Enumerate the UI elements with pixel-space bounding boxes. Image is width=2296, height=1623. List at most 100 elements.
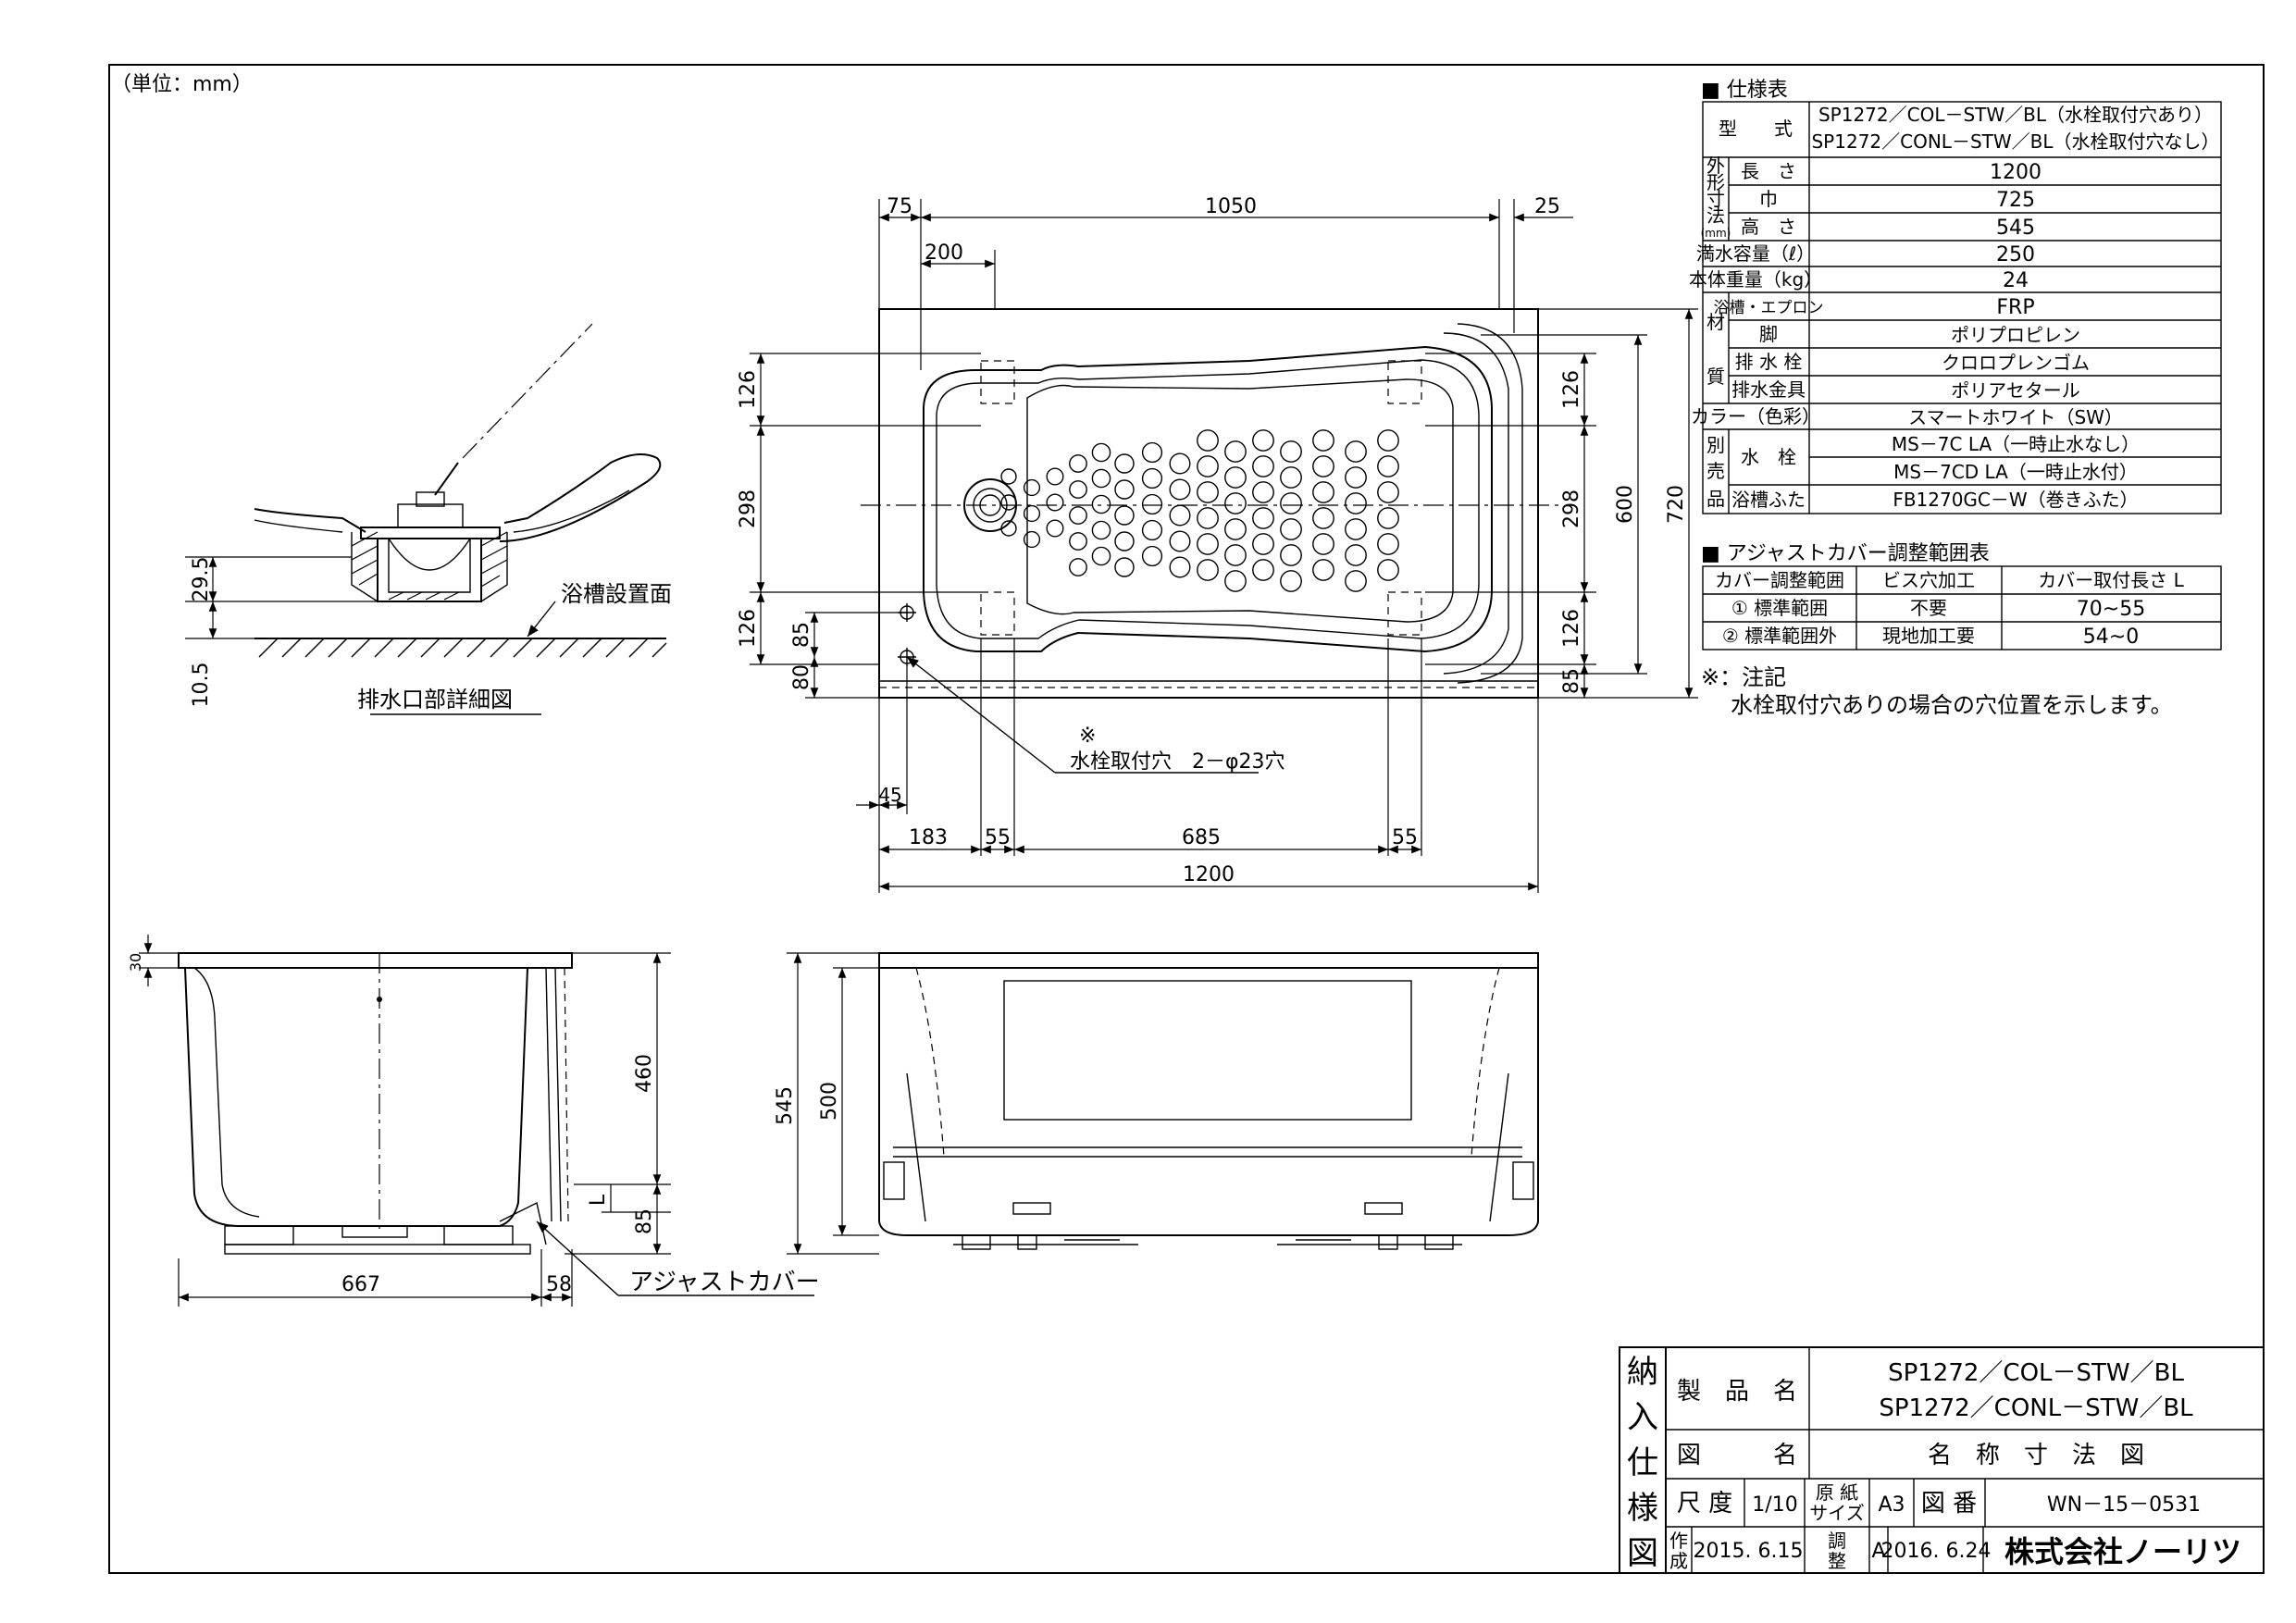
paper-value: A3 [1878, 1493, 1905, 1517]
spec-table: ■ 仕様表 型 式 SP1272／COL－STW／BL（水栓取付穴あり） SP1… [1689, 79, 2222, 514]
anti-slip-dot [1091, 442, 1111, 463]
plan-bottom-45: 45 [878, 784, 901, 806]
anti-slip-dot [1280, 570, 1302, 592]
plan-left-85: 85 [790, 622, 813, 648]
anti-slip-dot [1280, 518, 1302, 540]
scale-value: 1/10 [1752, 1493, 1797, 1517]
plan-right-720: 720 [1665, 485, 1688, 524]
spec-capacity-value: 250 [1996, 243, 2035, 266]
anti-slip-dot [1197, 429, 1219, 452]
spec-model-1: SP1272／COL－STW／BL（水栓取付穴あり） [1818, 104, 2213, 126]
side-view: 30 460 85 L 667 58 アジャストカバー [127, 935, 820, 1307]
spec-weight-value: 24 [2003, 269, 2029, 292]
anti-slip-dot [1197, 559, 1219, 581]
anti-slip-dot [1280, 492, 1302, 514]
anti-slip-dot [1197, 507, 1219, 529]
spec-mat-tub-label: 浴槽・エプロン [1714, 299, 1824, 317]
plan-right-298: 298 [1560, 489, 1583, 528]
product-name-1: SP1272／COL－STW／BL [1888, 1359, 2184, 1387]
anti-slip-dot [1312, 533, 1334, 555]
anti-slip-dot [1377, 455, 1399, 477]
spec-outer-g3: 法 [1706, 204, 1725, 227]
product-label: 製 品 名 [1677, 1378, 1797, 1406]
anti-slip-dot [1377, 559, 1399, 581]
spec-mat-tub-value: FRP [1996, 296, 2034, 319]
plan-right-600: 600 [1614, 485, 1637, 524]
plan-left-298: 298 [737, 489, 760, 528]
stamp-0: 納 [1627, 1354, 1658, 1391]
stamp-4: 図 [1627, 1535, 1658, 1572]
spec-mat-leg-value: ポリプロピレン [1951, 324, 2080, 346]
plan-dim-1050: 1050 [1205, 195, 1257, 218]
spec-material-g0: 材 [1706, 311, 1725, 333]
adjust-table: ■ アジャストカバー調整範囲表 カバー調整範囲 ビス穴加工 カバー取付長さ L … [1701, 542, 2222, 650]
plan-bottom-1200: 1200 [1183, 863, 1235, 886]
plan-bottom-685: 685 [1182, 826, 1221, 849]
anti-slip-dot [1224, 544, 1247, 566]
anti-slip-dot [1312, 481, 1334, 503]
adjust-header-length: カバー取付長さ L [2038, 569, 2184, 591]
anti-slip-dot [1280, 466, 1302, 489]
spec-table-title: ■ 仕様表 [1701, 79, 1788, 102]
front-view: 545 500 [774, 952, 1539, 1255]
spec-color-value: スマートホワイト（SW） [1908, 406, 2123, 428]
drain-detail: 29.5 10.5 浴槽設置面 排水口部詳細図 [185, 323, 672, 715]
spec-outer-g2: 寸 [1706, 188, 1725, 210]
adjust-cover-label: アジャストカバー [629, 1269, 820, 1296]
drawing-label: 図 名 [1677, 1442, 1797, 1469]
side-dim-667: 667 [341, 1273, 380, 1296]
anti-slip-dot [1280, 544, 1302, 566]
spec-faucet-1: MS－7C LA（一時止水なし） [1892, 433, 2140, 455]
anti-slip-dot [1000, 520, 1017, 537]
spec-capacity-label: 満水容量（ℓ） [1696, 242, 1815, 265]
scale-label: 尺 度 [1677, 1490, 1732, 1518]
anti-slip-dot [1046, 467, 1064, 486]
sheet-border [108, 64, 2265, 1574]
spec-height-value: 545 [1996, 217, 2035, 240]
plan-dim-200: 200 [925, 242, 963, 265]
rev-date: 2016. 6.24 [1881, 1540, 1992, 1563]
plan-right-85: 85 [1560, 668, 1583, 694]
spec-weight-label: 本体重量（kg） [1689, 268, 1822, 291]
anti-slip-dot [1312, 559, 1334, 581]
plan-right-126b: 126 [1560, 609, 1583, 648]
anti-slip-dot [1252, 481, 1274, 503]
anti-slip-dot [1345, 544, 1367, 566]
anti-slip-dot [1345, 492, 1367, 514]
anti-slip-dot [1000, 494, 1017, 511]
anti-slip-dot [1312, 429, 1334, 452]
anti-slip-dot [1069, 506, 1087, 525]
notes-text: 水栓取付穴ありの場合の穴位置を示します。 [1731, 692, 2173, 718]
notes-title: ※：注記 [1701, 664, 1786, 690]
rev-label-0: 調 [1828, 1530, 1846, 1552]
anti-slip-dot [1377, 429, 1399, 452]
spec-faucet-label: 水 栓 [1741, 446, 1796, 468]
spec-model-label: 型 式 [1719, 118, 1793, 140]
anti-slip-dot [1312, 455, 1334, 477]
adjust-table-title: ■ アジャストカバー調整範囲表 [1701, 542, 1990, 565]
anti-slip-dot [1252, 455, 1274, 477]
stamp-2: 仕 [1627, 1444, 1658, 1481]
product-name-2: SP1272／CONL－STW／BL [1879, 1394, 2193, 1422]
anti-slip-dot [1069, 454, 1087, 473]
adjust-row2-screw: 現地加工要 [1882, 625, 1975, 647]
spec-mat-plug-label: 排 水 栓 [1735, 351, 1803, 373]
spec-mat-leg-label: 脚 [1759, 323, 1778, 345]
anti-slip-dot [1224, 440, 1247, 463]
plan-left-126a: 126 [737, 370, 760, 409]
drawing-number: WN－15－0531 [2047, 1493, 2201, 1517]
drain-dim-10-5: 10.5 [190, 663, 213, 708]
stamp-1: 入 [1627, 1399, 1658, 1436]
rev-mark: A [1871, 1540, 1885, 1563]
anti-slip-dot [1224, 492, 1247, 514]
spec-outer-g1: 形 [1706, 171, 1725, 193]
anti-slip-dot [1252, 533, 1274, 555]
spec-lid-value: FB1270GC－W（巻きふた） [1893, 489, 2138, 511]
plan-note-mark: ※ [1079, 725, 1096, 748]
faucet-hole-label: 水栓取付穴 2－φ23穴 [1070, 750, 1285, 774]
plan-left-80: 80 [790, 664, 813, 690]
spec-length-value: 1200 [1990, 161, 2042, 184]
anti-slip-dot [1197, 533, 1219, 555]
adjust-row1-screw: 不要 [1910, 597, 1947, 619]
